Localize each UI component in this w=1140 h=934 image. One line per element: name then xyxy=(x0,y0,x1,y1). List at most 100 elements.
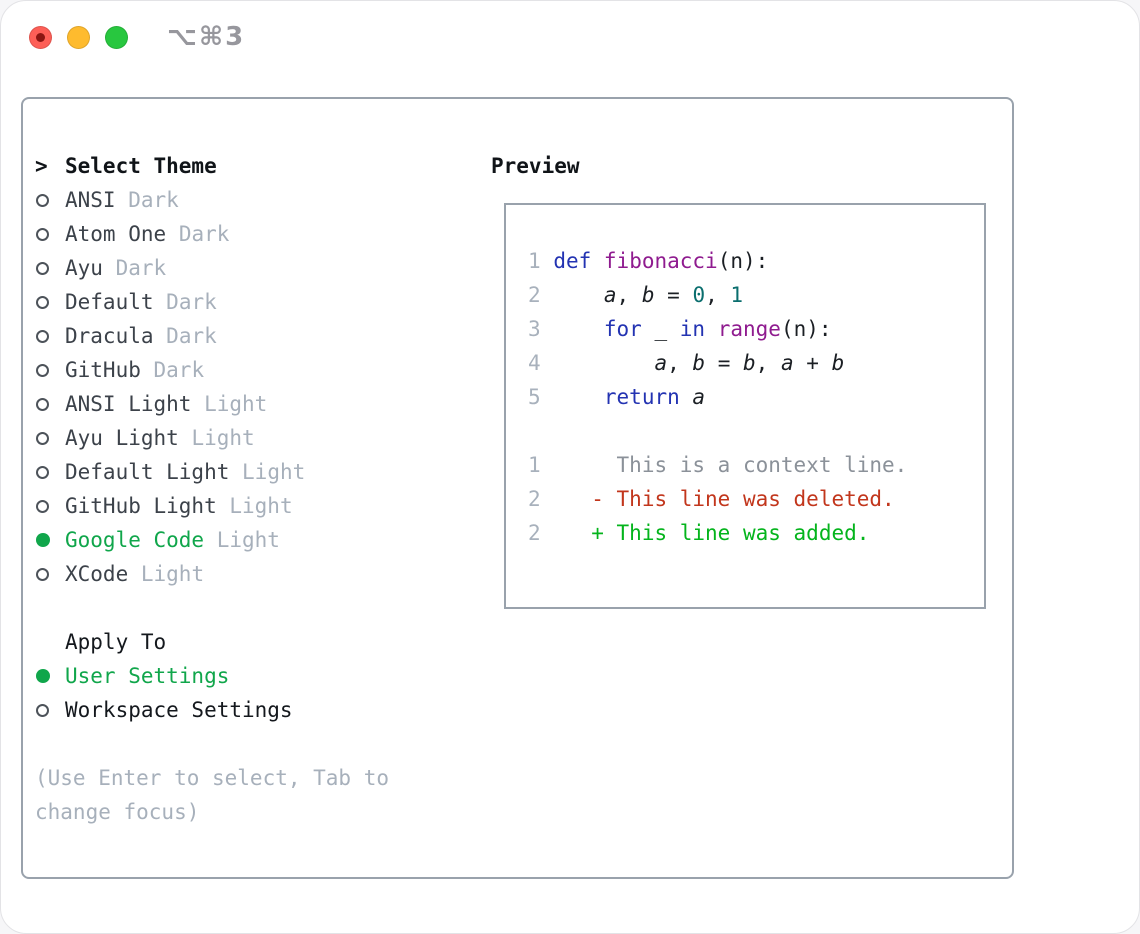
token-kw: in xyxy=(679,317,706,341)
token-ctx: This is a context line. xyxy=(553,453,908,477)
token-num: 1 xyxy=(730,283,744,307)
preview-column: Preview 1 def fibonacci(n):2 a, b = 0, 1… xyxy=(491,149,1011,609)
token-kw: for xyxy=(603,317,642,341)
code-line: 3 for _ in range(n): xyxy=(528,312,984,346)
token-id: a xyxy=(692,385,706,409)
theme-option-ansi-light[interactable]: ANSI Light Light xyxy=(35,387,480,421)
help-text: (Use Enter to select, Tab to change focu… xyxy=(35,766,390,824)
code-line: 5 return a xyxy=(528,380,984,414)
minimize-button[interactable] xyxy=(67,26,90,49)
token-pl: (n): xyxy=(717,249,769,273)
focus-chevron-icon: > xyxy=(35,154,48,178)
theme-name: Atom One xyxy=(65,222,167,246)
window-titlebar: ⌥⌘3 xyxy=(1,1,1139,76)
theme-option-default-light[interactable]: Default Light Light xyxy=(35,455,480,489)
token-pl: _ xyxy=(641,317,680,341)
apply-option-user-settings[interactable]: User Settings xyxy=(35,659,480,693)
radio-icon xyxy=(35,499,65,513)
token-kw: def xyxy=(553,249,592,273)
theme-option-atom-one[interactable]: Atom One Dark xyxy=(35,217,480,251)
line-number xyxy=(528,419,541,443)
theme-variant: Dark xyxy=(153,358,205,382)
token-pl xyxy=(553,317,604,341)
token-id: a xyxy=(780,351,794,375)
token-pl: , xyxy=(705,283,731,307)
theme-variant: Dark xyxy=(166,290,217,314)
theme-option-google-code[interactable]: Google Code Light xyxy=(35,523,480,557)
maximize-button[interactable] xyxy=(105,26,128,49)
token-pl xyxy=(591,249,604,273)
line-number: 2 xyxy=(528,521,541,545)
apply-to-header-row: Apply To xyxy=(35,625,480,659)
token-pl: (n): xyxy=(780,317,832,341)
theme-variant: Dark xyxy=(128,188,179,212)
radio-icon xyxy=(35,431,65,445)
theme-option-ayu-light[interactable]: Ayu Light Light xyxy=(35,421,480,455)
theme-list-header: Select Theme xyxy=(65,154,217,178)
line-number: 2 xyxy=(528,283,541,307)
theme-option-default[interactable]: Default Dark xyxy=(35,285,480,319)
token-pl: , xyxy=(616,283,642,307)
theme-option-dracula[interactable]: Dracula Dark xyxy=(35,319,480,353)
token-id: b xyxy=(831,351,845,375)
radio-icon xyxy=(35,227,65,241)
code-line-blank xyxy=(528,414,984,448)
code-line: 2 a, b = 0, 1 xyxy=(528,278,984,312)
theme-option-github[interactable]: GitHub Dark xyxy=(35,353,480,387)
token-id: b xyxy=(641,283,655,307)
token-add: + This line was added. xyxy=(553,521,870,545)
token-pl xyxy=(553,283,604,307)
radio-icon xyxy=(35,465,65,479)
token-pl: = xyxy=(654,283,693,307)
theme-name: Google Code xyxy=(65,528,205,552)
close-button[interactable] xyxy=(29,26,52,49)
window-title-shortcut: ⌥⌘3 xyxy=(167,22,246,52)
theme-name: ANSI xyxy=(65,188,116,212)
radio-icon xyxy=(35,363,65,377)
theme-variant: Light xyxy=(242,460,306,484)
line-number: 5 xyxy=(528,385,541,409)
theme-name: Ayu xyxy=(65,256,103,280)
radio-icon xyxy=(35,329,65,343)
apply-option-label: Workspace Settings xyxy=(65,698,293,722)
theme-variant: Light xyxy=(216,528,280,552)
token-pl: = xyxy=(705,351,744,375)
radio-icon xyxy=(35,567,65,581)
theme-option-ansi[interactable]: ANSI Dark xyxy=(35,183,480,217)
theme-name: Default xyxy=(65,290,154,314)
theme-variant: Light xyxy=(191,426,255,450)
token-pl: , xyxy=(755,351,781,375)
apply-to-header: Apply To xyxy=(65,630,167,654)
line-number: 3 xyxy=(528,317,541,341)
traffic-lights xyxy=(29,26,128,49)
token-id: b xyxy=(692,351,706,375)
code-line: 2 + This line was added. xyxy=(528,516,984,550)
line-number: 2 xyxy=(528,487,541,511)
apply-option-workspace-settings[interactable]: Workspace Settings xyxy=(35,693,480,727)
radio-icon xyxy=(35,397,65,411)
theme-name: GitHub xyxy=(65,358,141,382)
code-line: 2 - This line was deleted. xyxy=(528,482,984,516)
line-number: 4 xyxy=(528,351,541,375)
token-num: 0 xyxy=(692,283,706,307)
theme-option-ayu[interactable]: Ayu Dark xyxy=(35,251,480,285)
theme-option-github-light[interactable]: GitHub Light Light xyxy=(35,489,480,523)
preview-header: Preview xyxy=(491,154,580,178)
theme-option-xcode[interactable]: XCode Light xyxy=(35,557,480,591)
token-pl xyxy=(680,385,693,409)
radio-icon xyxy=(35,261,65,275)
theme-name: Default Light xyxy=(65,460,230,484)
theme-name: Ayu Light xyxy=(65,426,179,450)
token-kw: return xyxy=(603,385,680,409)
line-number: 1 xyxy=(528,249,541,273)
theme-name: ANSI Light xyxy=(65,392,192,416)
theme-variant: Light xyxy=(229,494,293,518)
theme-variant: Dark xyxy=(166,324,217,348)
theme-name: GitHub Light xyxy=(65,494,217,518)
apply-option-label: User Settings xyxy=(65,664,230,688)
